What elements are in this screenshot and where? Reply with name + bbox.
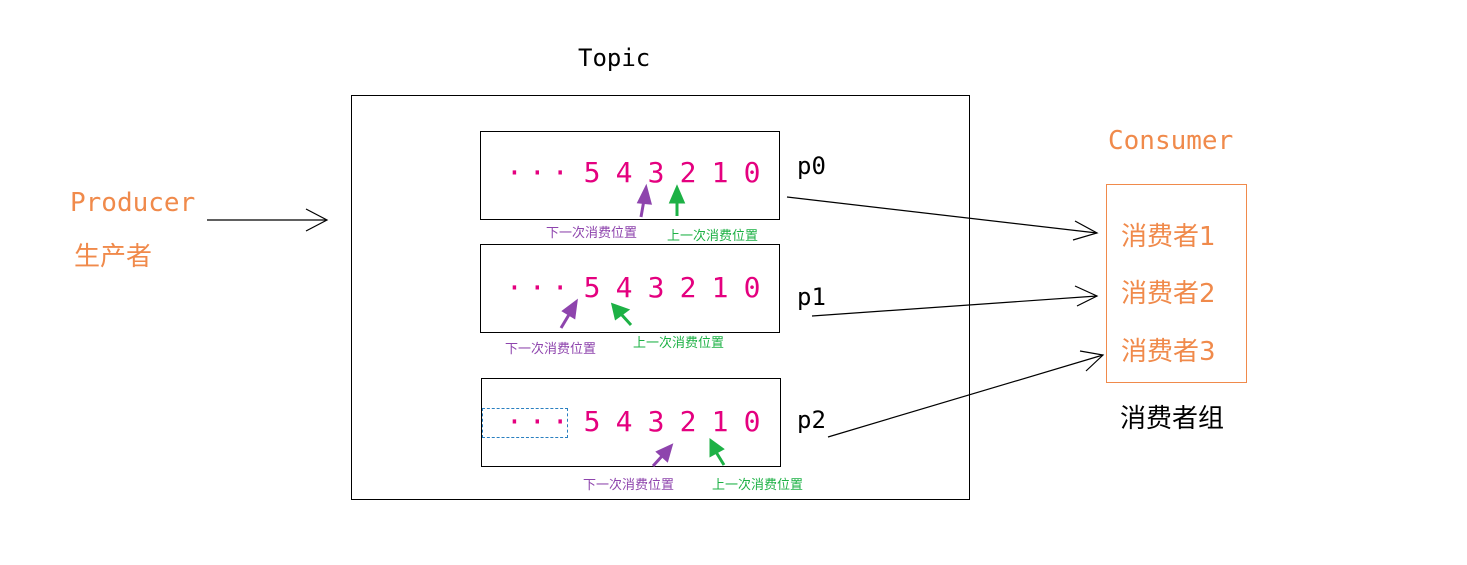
offset-value: 0 <box>743 156 761 189</box>
offset-value: 2 <box>679 405 697 438</box>
partition-offsets-p1: ··· 5 4 3 2 1 0 <box>506 271 768 304</box>
offset-value: 3 <box>647 156 665 189</box>
next-offset-note-p1: 下一次消费位置 <box>505 342 597 357</box>
offset-value: 0 <box>743 405 761 438</box>
offset-value: 4 <box>615 271 633 304</box>
ellipsis: ··· <box>506 405 575 438</box>
last-offset-note-p0: 上一次消费位置 <box>667 229 759 244</box>
consumer-item-3: 消费者3 <box>1121 337 1216 367</box>
producer-label-cn: 生产者 <box>74 242 153 272</box>
last-offset-note-p2: 上一次消费位置 <box>712 478 804 493</box>
offset-value: 0 <box>743 271 761 304</box>
offset-value: 2 <box>679 156 697 189</box>
offset-value: 2 <box>679 271 697 304</box>
partition-offsets-p0: ··· 5 4 3 2 1 0 <box>506 156 768 189</box>
partition-offsets-p2: ··· 5 4 3 2 1 0 <box>506 405 768 438</box>
offset-value: 1 <box>711 271 729 304</box>
offset-value: 5 <box>583 405 601 438</box>
offset-value: 3 <box>647 271 665 304</box>
ellipsis: ··· <box>506 156 575 189</box>
offset-value: 1 <box>711 405 729 438</box>
offset-value: 5 <box>583 156 601 189</box>
offset-value: 1 <box>711 156 729 189</box>
partition-label-p2: p2 <box>797 406 826 434</box>
partition-box-p0 <box>480 131 780 220</box>
offset-value: 4 <box>615 405 633 438</box>
consumer-item-1: 消费者1 <box>1121 222 1216 252</box>
consumer-title: Consumer <box>1108 126 1234 156</box>
producer-label: Producer <box>70 188 196 218</box>
producer-to-topic-arrow <box>207 208 329 232</box>
topic-title: Topic <box>578 44 651 72</box>
ellipsis: ··· <box>506 271 575 304</box>
consumer-group-label: 消费者组 <box>1120 404 1225 434</box>
next-offset-note-p0: 下一次消费位置 <box>546 226 638 241</box>
partition-label-p0: p0 <box>797 152 826 180</box>
offset-value: 3 <box>647 405 665 438</box>
offset-value: 5 <box>583 271 601 304</box>
selection-box <box>482 408 568 438</box>
consumer-item-2: 消费者2 <box>1121 279 1216 309</box>
partition-label-p1: p1 <box>797 283 826 311</box>
next-offset-note-p2: 下一次消费位置 <box>583 478 675 493</box>
consumer-group-box <box>1106 184 1247 383</box>
offset-value: 4 <box>615 156 633 189</box>
last-offset-note-p1: 上一次消费位置 <box>633 336 725 351</box>
partition-box-p2 <box>481 378 781 467</box>
